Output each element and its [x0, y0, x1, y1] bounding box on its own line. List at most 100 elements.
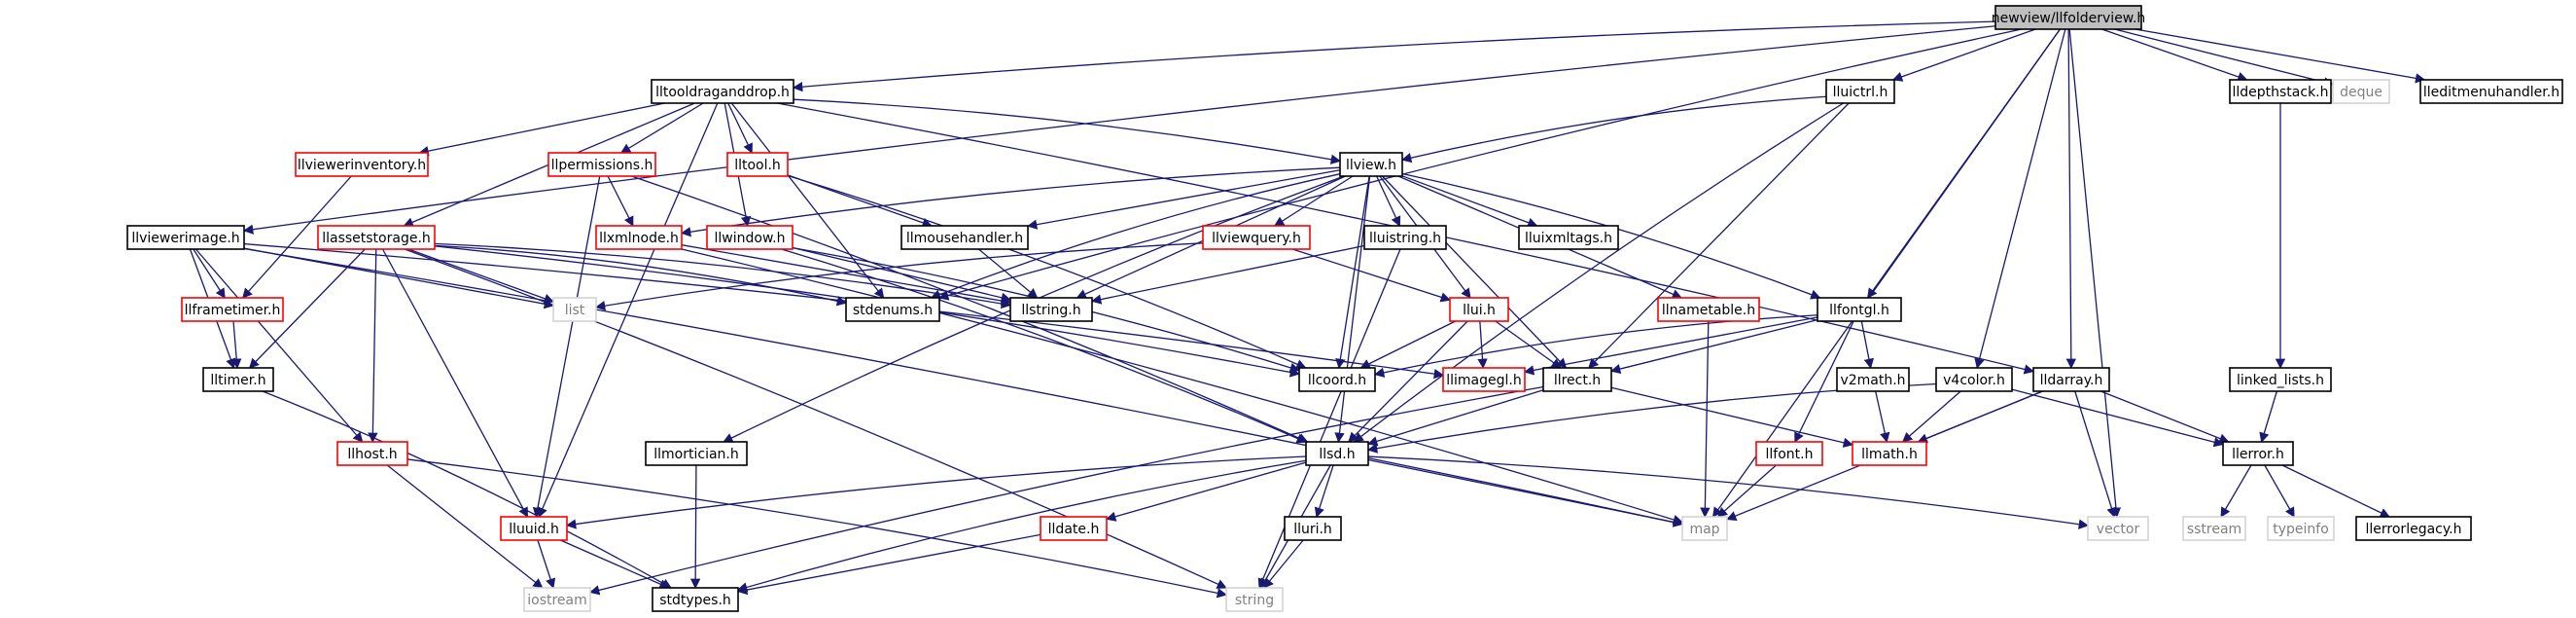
node-lluictrl[interactable]: lluictrl.h [1825, 79, 1895, 104]
node-lltimer[interactable]: lltimer.h [202, 367, 274, 392]
edge-llxmlnode-to-map [681, 248, 1683, 525]
edge-linked_lists-to-llerror [2259, 390, 2277, 443]
node-llhost[interactable]: llhost.h [336, 441, 408, 466]
node-lleditmenuhandler[interactable]: lleditmenuhandler.h [2419, 79, 2563, 104]
node-v2math[interactable]: v2math.h [1836, 367, 1910, 392]
edge-llview-to-stdenums [930, 173, 1341, 300]
node-box [1040, 516, 1108, 541]
node-box [1681, 516, 1728, 541]
edge-root-to-lltooldraganddrop [792, 20, 1996, 92]
node-llviewerinventory[interactable]: llviewerinventory.h [295, 152, 429, 177]
node-llview[interactable]: llview.h [1339, 152, 1403, 177]
node-llframetimer[interactable]: llframetimer.h [181, 297, 284, 322]
node-box [1363, 225, 1447, 250]
node-llerror[interactable]: llerror.h [2222, 441, 2294, 466]
node-llui[interactable]: llui.h [1449, 297, 1509, 322]
node-label: llfontgl.h [1829, 303, 1889, 318]
node-label: lldarray.h [2040, 373, 2103, 388]
node-llfont[interactable]: llfont.h [1755, 441, 1823, 466]
edge-root-to-stdenums [937, 28, 2022, 301]
node-label: llframetimer.h [185, 303, 281, 318]
edge-llsd-to-stdtypes [737, 459, 1307, 593]
edge-llviewerimage-to-llhost [194, 248, 364, 443]
node-lldarray[interactable]: lldarray.h [2032, 367, 2110, 392]
node-llmortician[interactable]: llmortician.h [645, 441, 748, 466]
node-lldate[interactable]: lldate.h [1040, 516, 1108, 541]
edge-llviewquery-to-list [594, 242, 1204, 311]
edge-llwindow-to-llsd [781, 248, 1307, 444]
node-llsd[interactable]: llsd.h [1305, 441, 1369, 466]
node-typeinfo: typeinfo [2267, 516, 2335, 541]
node-stdenums[interactable]: stdenums.h [845, 297, 940, 322]
node-llviewerimage[interactable]: llviewerimage.h [126, 225, 245, 250]
node-llimagegl[interactable]: llimagegl.h [1442, 367, 1526, 392]
edge-lluictrl-to-llview [1400, 95, 1827, 164]
node-linked_lists[interactable]: linked_lists.h [2229, 367, 2332, 392]
edge-llview-to-lluixmltags [1401, 175, 1538, 228]
node-stdtypes[interactable]: stdtypes.h [652, 587, 739, 612]
node-box [523, 587, 591, 612]
node-box [1657, 297, 1760, 322]
edge-llviewerimage-to-map [243, 247, 1684, 527]
edge-lldarray-to-vector [2074, 390, 2117, 518]
edge-root-to-lldarray [2065, 28, 2077, 370]
node-lltooldraganddrop[interactable]: lltooldraganddrop.h [651, 79, 794, 104]
node-label: lluictrl.h [1833, 85, 1888, 100]
node-box [1442, 367, 1526, 392]
node-llcoord[interactable]: llcoord.h [1298, 367, 1376, 392]
edge-root-to-vector [2068, 28, 2122, 519]
node-label: sstream [2187, 522, 2241, 537]
edge-llview-to-llrect [1382, 175, 1568, 369]
node-box [1009, 297, 1093, 322]
edge-llmortician-to-stdtypes [689, 464, 701, 590]
node-llassetstorage[interactable]: llassetstorage.h [317, 225, 436, 250]
node-lluistring[interactable]: lluistring.h [1363, 225, 1447, 250]
node-llrect[interactable]: llrect.h [1542, 367, 1612, 392]
edge-llfontgl-to-llcoord [1373, 314, 1818, 378]
node-llxmlnode[interactable]: llxmlnode.h [595, 225, 683, 250]
edge-lldate-to-stdtypes [736, 533, 1041, 596]
node-label: lltool.h [734, 158, 781, 173]
edge-llassetstorage-to-llstring [434, 242, 1012, 309]
node-llnametable[interactable]: llnametable.h [1657, 297, 1760, 322]
edge-llassetstorage-to-lltimer [248, 248, 366, 369]
edge-llfontgl-to-llimagegl [1523, 316, 1818, 376]
edge-llviewquery-to-llui [1291, 248, 1451, 303]
edge-lltooldraganddrop-to-stdenums [730, 102, 885, 299]
node-box [1449, 297, 1509, 322]
node-iostream: iostream [523, 587, 591, 612]
edge-llassetstorage-to-list [407, 248, 554, 304]
node-box [1825, 79, 1895, 104]
node-v4color[interactable]: v4color.h [1935, 367, 2013, 392]
node-llmousehandler[interactable]: llmousehandler.h [900, 225, 1029, 250]
node-llstring[interactable]: llstring.h [1009, 297, 1093, 322]
node-label: llhost.h [347, 447, 397, 462]
node-box [2087, 516, 2149, 541]
node-box [652, 587, 739, 612]
node-llviewquery[interactable]: llviewquery.h [1202, 225, 1311, 250]
node-lluuid[interactable]: lluuid.h [500, 516, 568, 541]
node-lltool[interactable]: lltool.h [726, 152, 789, 177]
edge-llerror-to-llerrorlegacy [2281, 464, 2390, 518]
node-lluixmltags[interactable]: lluixmltags.h [1518, 225, 1619, 250]
node-lldepthstack[interactable]: lldepthstack.h [2229, 79, 2332, 104]
node-root[interactable]: newview/llfolderview.h [1992, 5, 2146, 30]
node-lluri[interactable]: lluri.h [1284, 516, 1342, 541]
node-box [1339, 152, 1403, 177]
node-label: llrect.h [1554, 373, 1601, 388]
node-box [2229, 367, 2332, 392]
node-label: llview.h [1346, 158, 1396, 173]
node-box [2419, 79, 2563, 104]
node-llmath[interactable]: llmath.h [1852, 441, 1927, 466]
node-llpermissions[interactable]: llpermissions.h [547, 152, 656, 177]
node-llfontgl[interactable]: llfontgl.h [1817, 297, 1902, 322]
node-label: lluri.h [1293, 522, 1332, 537]
node-llwindow[interactable]: llwindow.h [706, 225, 794, 250]
node-llerrorlegacy[interactable]: llerrorlegacy.h [2355, 516, 2472, 541]
node-label: stdenums.h [853, 303, 933, 318]
node-sstream: sstream [2182, 516, 2246, 541]
node-label: v4color.h [1943, 373, 2005, 388]
edge-llui-to-llsd [1348, 320, 1468, 443]
edge-llpermissions-to-llsd [631, 175, 1309, 443]
edge-v2math-to-llmath [1875, 390, 1890, 444]
